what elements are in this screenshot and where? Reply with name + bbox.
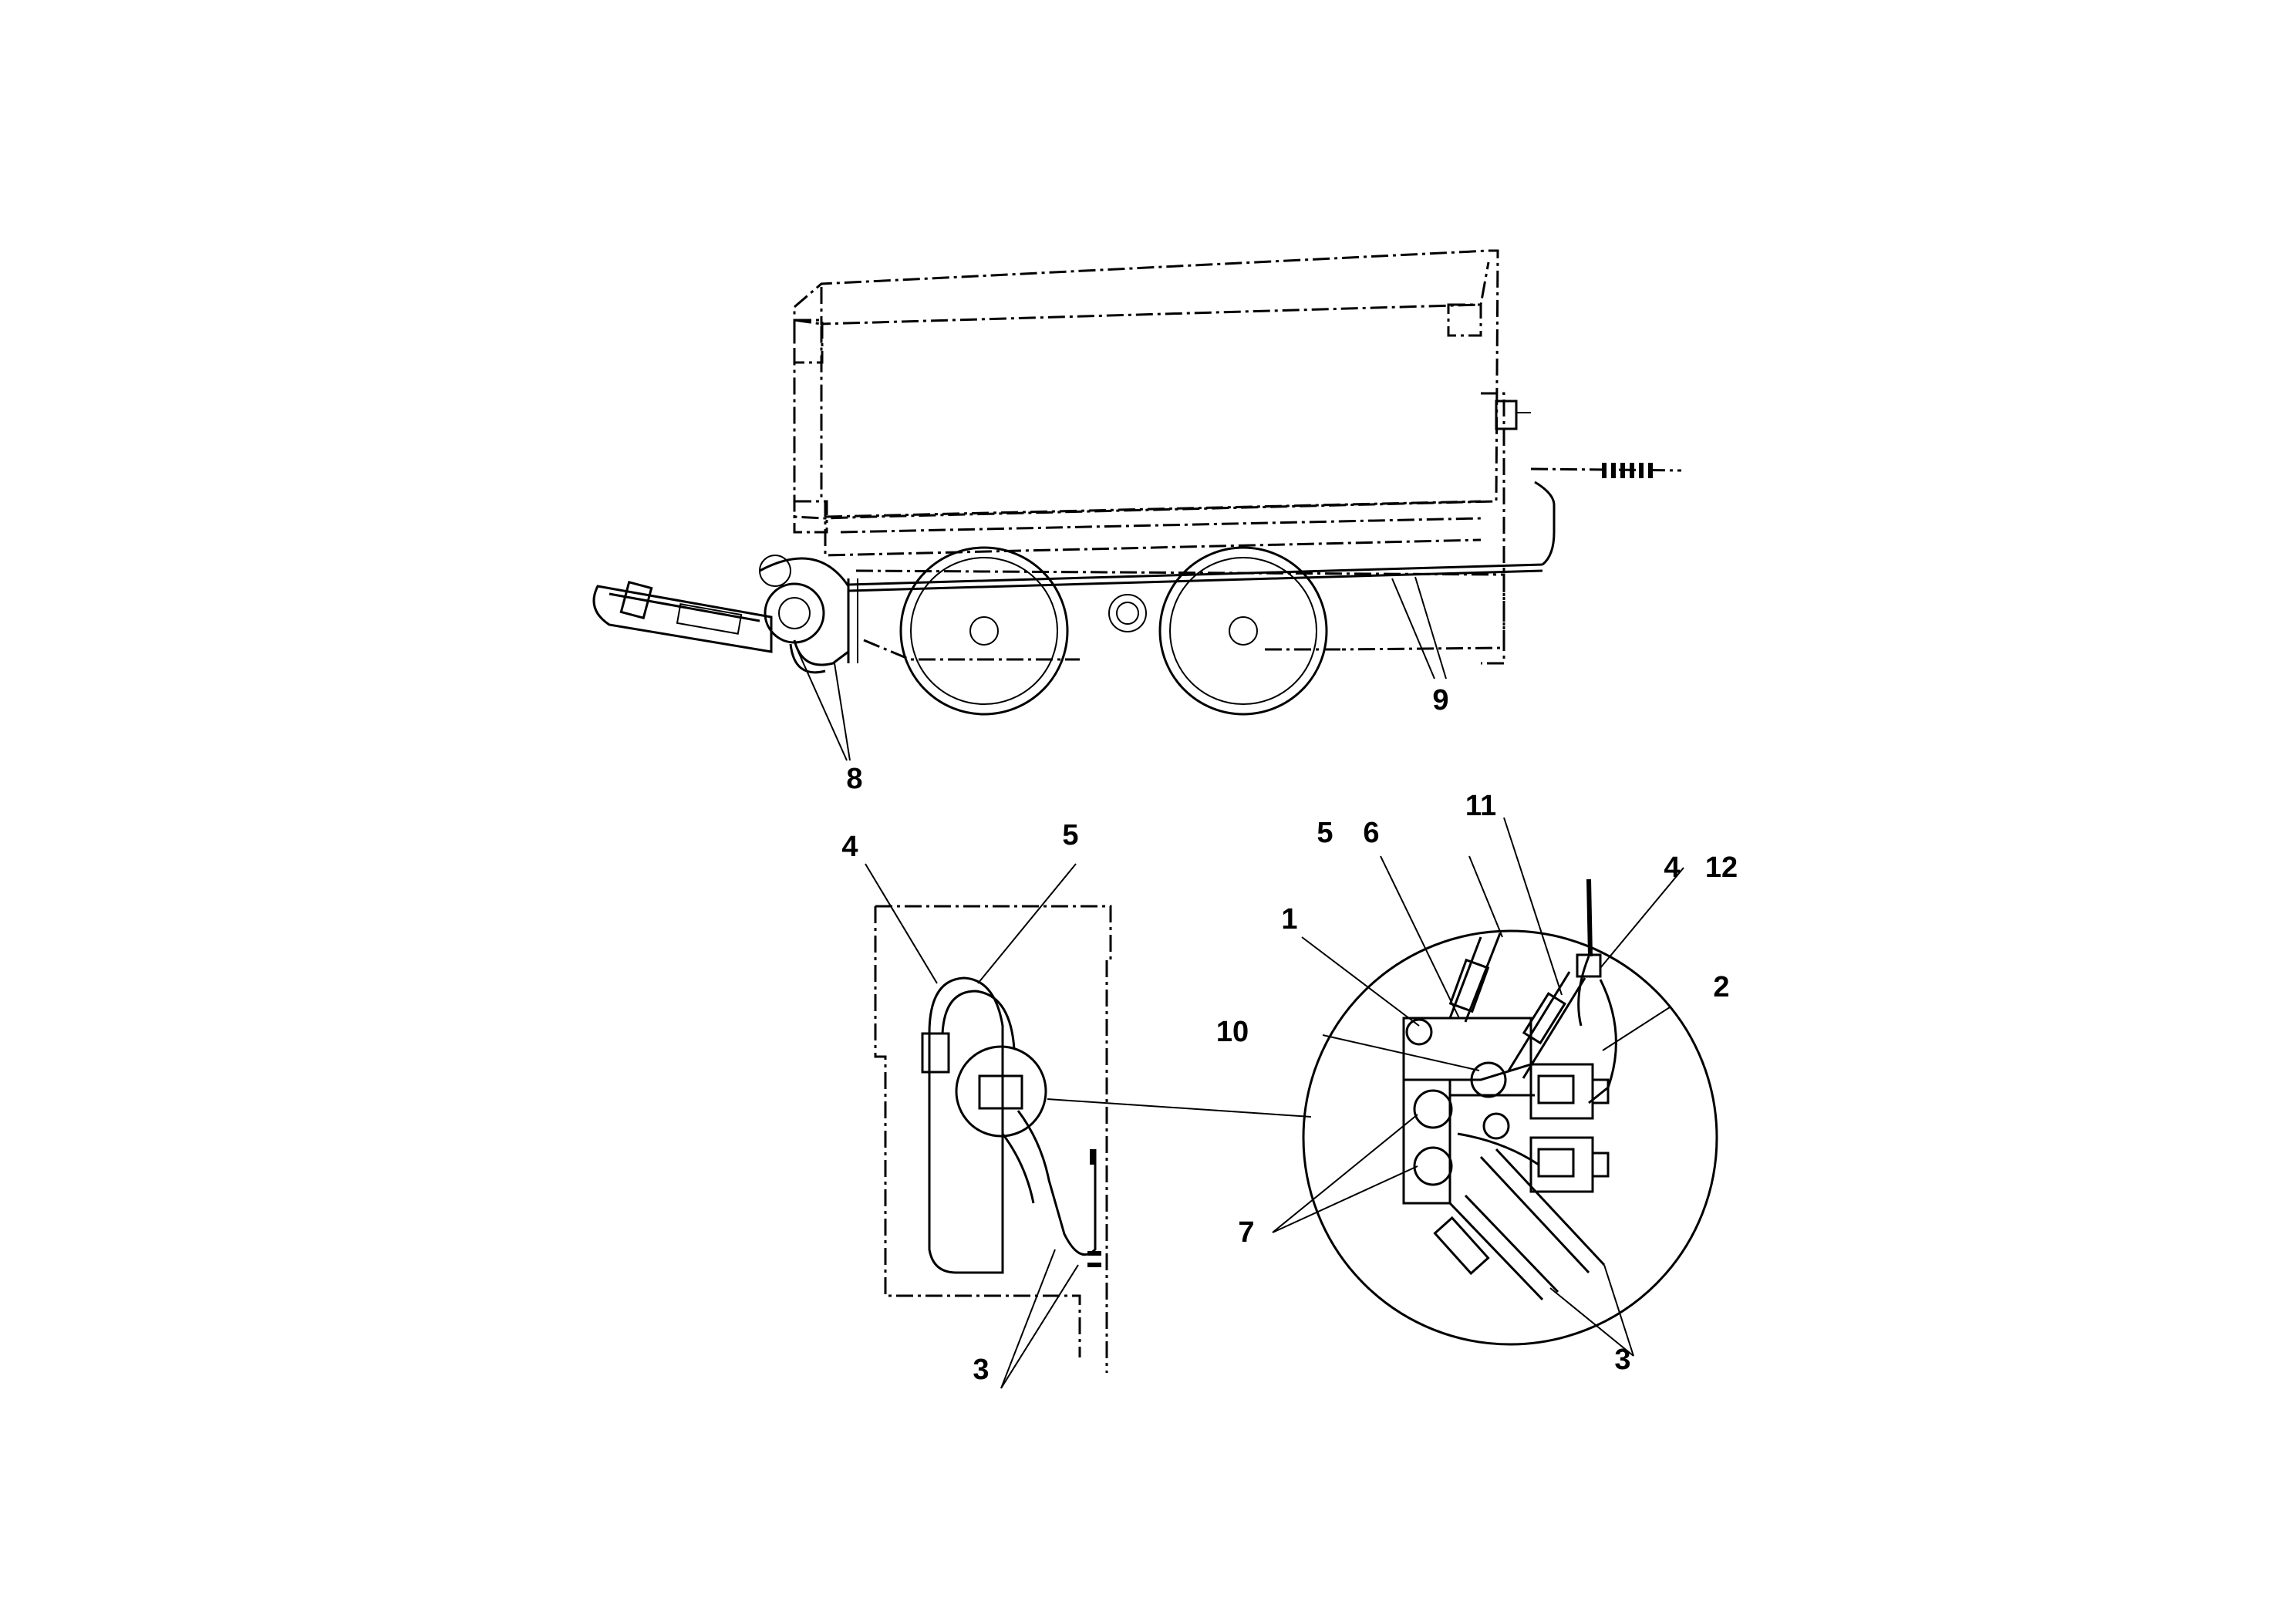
trailer-side-view bbox=[592, 249, 1682, 716]
rear-view-leaders bbox=[865, 863, 1312, 1389]
callout-6-detail: 6 bbox=[1363, 817, 1380, 849]
callout-4-rear: 4 bbox=[841, 831, 858, 863]
callout-2-detail: 2 bbox=[1713, 971, 1730, 1003]
callout-5-rear: 5 bbox=[1062, 819, 1079, 851]
valve-detail-view bbox=[1302, 878, 1718, 1346]
callout-3-detail: 3 bbox=[1614, 1344, 1631, 1376]
callout-12-detail: 12 bbox=[1704, 851, 1738, 884]
callout-9: 9 bbox=[1432, 684, 1449, 717]
side-view-leaders bbox=[797, 576, 1447, 761]
callout-4-detail: 4 bbox=[1664, 851, 1681, 884]
callout-5-detail: 5 bbox=[1317, 817, 1333, 849]
callout-11-detail: 11 bbox=[1465, 790, 1497, 822]
callout-7-detail: 7 bbox=[1238, 1216, 1255, 1249]
trailer-rear-view bbox=[874, 905, 1112, 1373]
callout-10-detail: 10 bbox=[1215, 1016, 1249, 1048]
callout-3-rear: 3 bbox=[973, 1354, 990, 1386]
detail-view-leaders bbox=[1272, 817, 1684, 1357]
callout-8: 8 bbox=[846, 763, 863, 795]
callout-1-detail: 1 bbox=[1281, 903, 1298, 936]
